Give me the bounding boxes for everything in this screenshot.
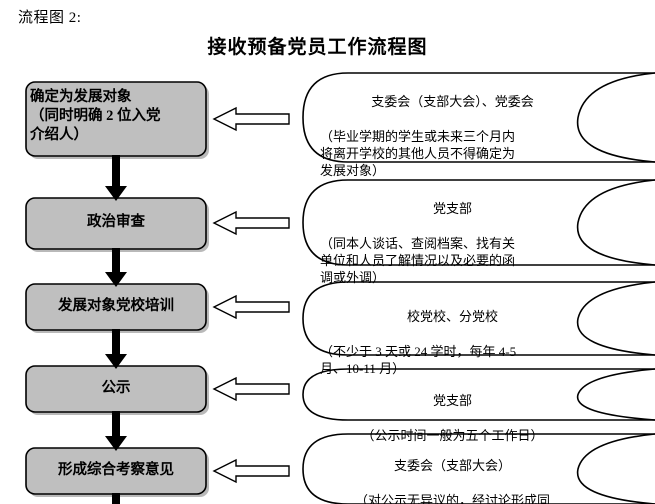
down-arrow-icon-1	[105, 155, 127, 201]
left-block-arrow-icon-1	[212, 106, 290, 132]
desc-shape-3	[302, 281, 655, 356]
figure-label: 流程图 2:	[18, 10, 82, 26]
down-arrow-icon-3	[105, 329, 127, 369]
down-arrow-icon-4	[105, 411, 127, 451]
stage-box-2[interactable]	[25, 197, 209, 252]
desc-shape-1	[302, 72, 655, 163]
stage-box-4[interactable]	[25, 365, 209, 415]
desc-shape-2	[302, 179, 655, 266]
left-block-arrow-icon-5	[212, 458, 290, 484]
left-block-arrow-icon-2	[212, 210, 290, 236]
down-arrow-icon-2	[105, 248, 127, 287]
down-arrow-icon-5	[112, 493, 120, 504]
left-block-arrow-icon-4	[212, 376, 290, 402]
stage-box-5[interactable]	[25, 447, 209, 497]
desc-shape-5	[302, 433, 655, 504]
page-title: 接收预备党员工作流程图	[0, 32, 655, 59]
stage-box-1[interactable]	[25, 81, 209, 159]
page-title-text: 接收预备党员工作流程图	[207, 37, 428, 58]
desc-shape-4	[302, 368, 655, 421]
left-block-arrow-icon-3	[212, 294, 290, 320]
stage-box-3[interactable]	[25, 283, 209, 333]
